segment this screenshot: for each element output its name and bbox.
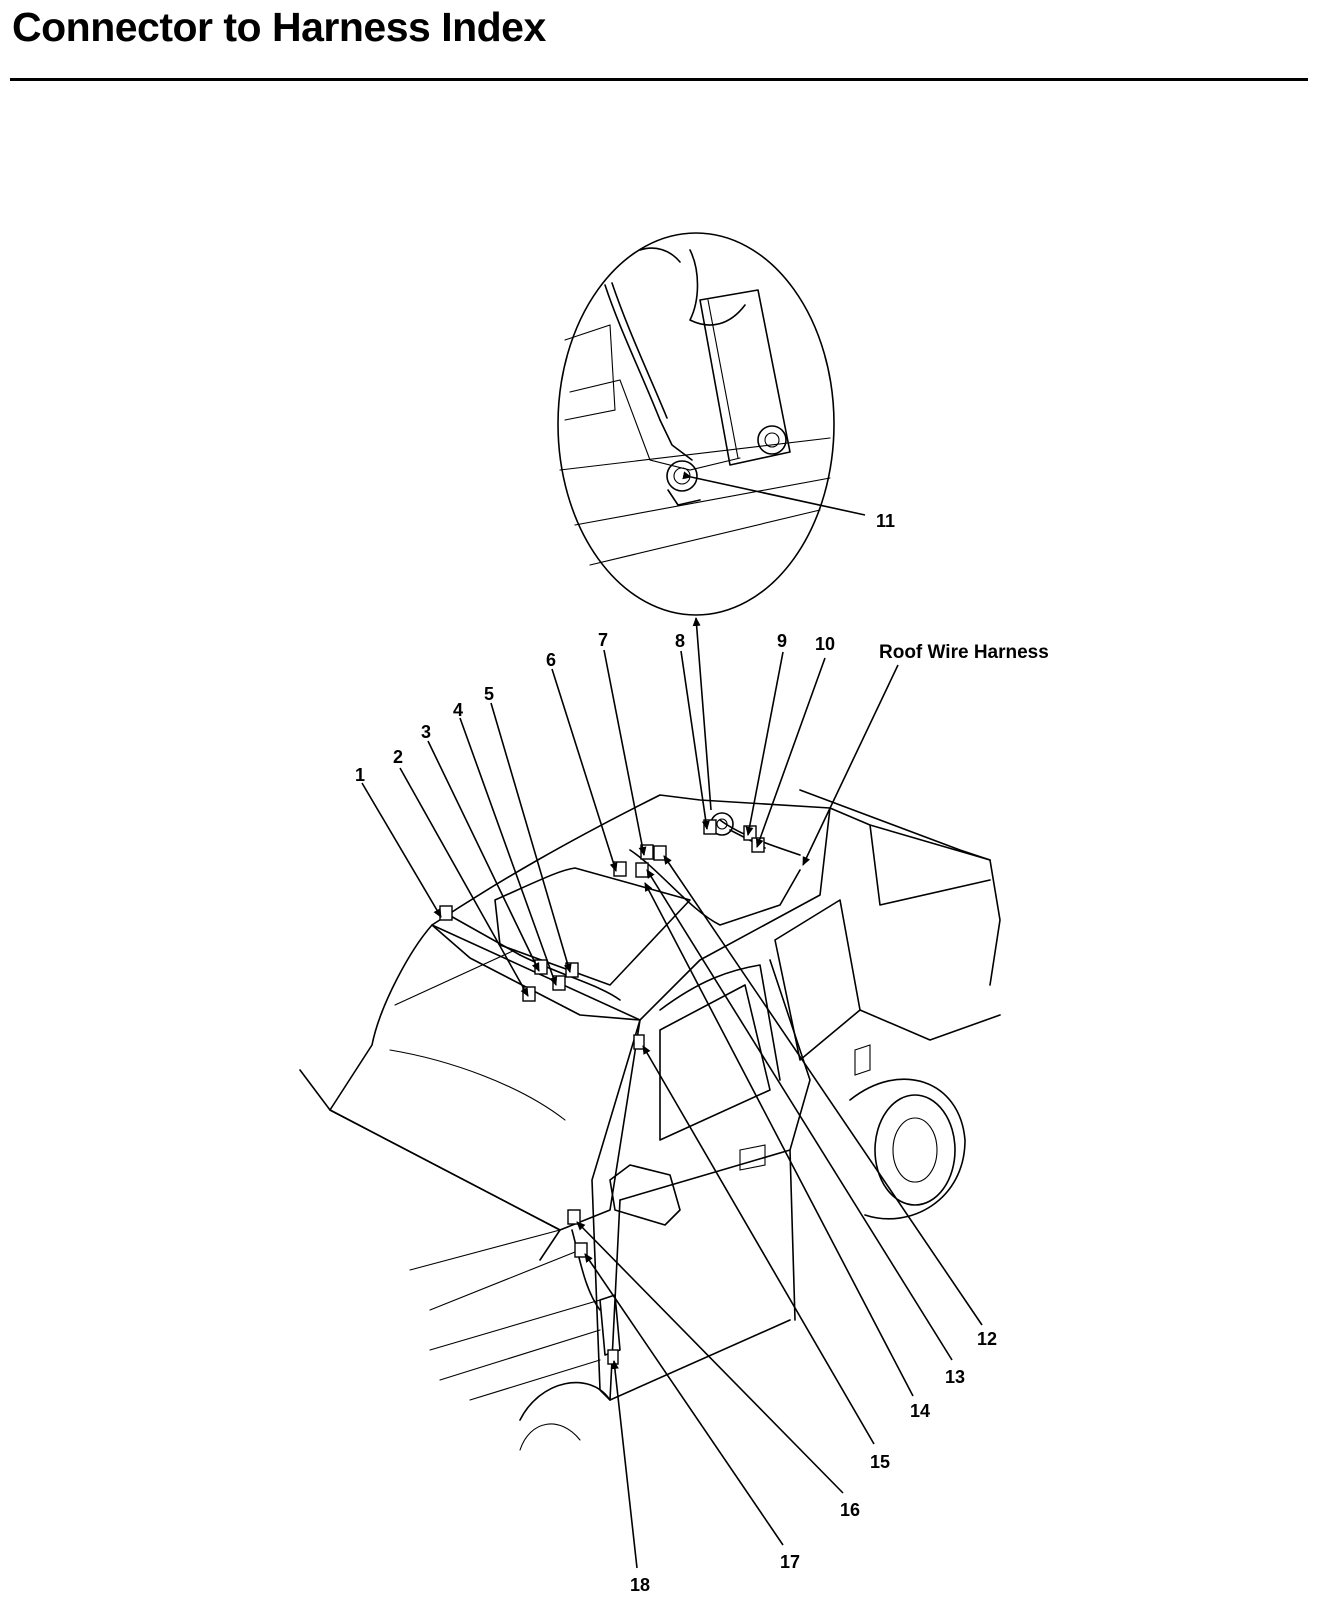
connector-16 xyxy=(567,1209,581,1225)
callout-11: 11 xyxy=(876,511,895,531)
callout-18: 18 xyxy=(630,1575,650,1595)
connectors xyxy=(439,819,765,1365)
connector-17 xyxy=(574,1242,588,1258)
connector-12 xyxy=(653,845,667,861)
callout-2: 2 xyxy=(393,747,403,767)
callout-3: 3 xyxy=(421,722,431,742)
vehicle-drawing xyxy=(299,789,1001,1451)
callout-16: 16 xyxy=(840,1500,860,1520)
callout-9: 9 xyxy=(777,631,787,651)
connector-18 xyxy=(607,1349,619,1365)
callout-6: 6 xyxy=(546,650,556,670)
connector-15 xyxy=(633,1034,645,1050)
callout-1: 1 xyxy=(355,765,365,785)
callout-15: 15 xyxy=(870,1452,890,1472)
callout-labels: 1 2 3 4 5 6 7 8 9 10 11 12 13 14 15 16 1… xyxy=(355,511,1049,1595)
connector-13 xyxy=(635,862,649,878)
callout-13: 13 xyxy=(945,1367,965,1387)
callout-4: 4 xyxy=(453,700,463,720)
callout-14: 14 xyxy=(910,1401,930,1421)
callout-8: 8 xyxy=(675,631,685,651)
callout-10: 10 xyxy=(815,634,835,654)
detail-inset xyxy=(557,232,866,616)
callout-17: 17 xyxy=(780,1552,800,1572)
callout-5: 5 xyxy=(484,684,494,704)
callout-7: 7 xyxy=(598,630,608,650)
connector-1 xyxy=(439,905,453,921)
inset-leader xyxy=(692,617,712,811)
leader-lines xyxy=(361,649,983,1569)
roof-wire-harness-label: Roof Wire Harness xyxy=(879,642,1049,663)
page-title: Connector to Harness Index xyxy=(12,4,546,50)
title-divider xyxy=(10,78,1308,81)
callout-12: 12 xyxy=(977,1329,997,1349)
